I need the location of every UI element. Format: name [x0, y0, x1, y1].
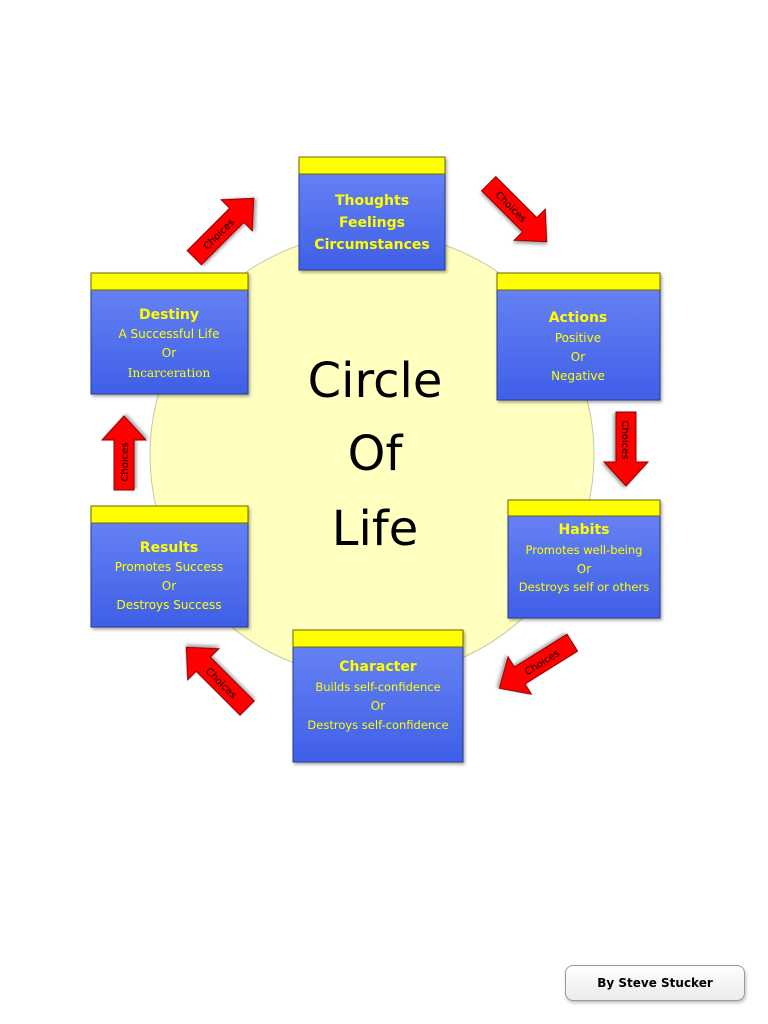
box-header-bar	[496, 272, 661, 291]
box-habits-line-1: Promotes well-being	[526, 543, 643, 557]
choices-label: Choices	[619, 420, 630, 459]
center-title-line-2: Of	[348, 426, 404, 482]
box-habits-title: Habits	[558, 522, 609, 538]
box-results-line-1: Promotes Success	[115, 560, 224, 574]
choices-label: Choices	[120, 442, 131, 481]
choices-arrow-actions-to-habits: Choices	[602, 411, 650, 487]
box-results-line-3: Destroys Success	[116, 598, 221, 612]
box-actions-line-2: Or	[571, 350, 585, 364]
choices-arrow-character-to-results: Choices	[185, 646, 255, 716]
box-character-line-2: Or	[371, 699, 385, 713]
box-actions-line-3: Negative	[551, 369, 605, 383]
author-credit: By Steve Stucker	[565, 965, 745, 1001]
box-actions	[496, 272, 661, 401]
box-actions-title: Actions	[549, 310, 608, 326]
choices-arrow-destiny-to-thoughts: Choices	[186, 197, 255, 266]
choices-arrow-results-to-destiny: Choices	[100, 415, 148, 491]
box-character	[292, 629, 464, 763]
box-destiny-line-2: Or	[162, 346, 176, 360]
box-results-title: Results	[140, 540, 198, 556]
center-title-line-3: Life	[332, 501, 419, 557]
box-character-title: Character	[339, 659, 417, 675]
box-habits-line-3: Destroys self or others	[519, 580, 649, 594]
box-destiny-line-3: Incarceration	[128, 366, 211, 380]
box-header-bar	[90, 505, 249, 524]
box-habits-line-2: Or	[577, 562, 591, 576]
box-thoughts-line-3: Circumstances	[314, 237, 429, 253]
box-destiny	[90, 272, 249, 395]
box-header-bar	[292, 629, 464, 648]
box-destiny-line-1: A Successful Life	[119, 327, 220, 341]
box-destiny-title: Destiny	[139, 307, 199, 323]
box-header-bar	[90, 272, 249, 291]
box-thoughts-line-2: Feelings	[339, 215, 405, 231]
choices-arrow-thoughts-to-actions: Choices	[480, 175, 548, 243]
box-results	[90, 505, 249, 628]
box-character-line-3: Destroys self-confidence	[307, 718, 448, 732]
center-title-line-1: Circle	[308, 353, 443, 409]
box-thoughts	[298, 156, 446, 271]
box-thoughts-line-1: Thoughts	[335, 193, 409, 209]
choices-arrow-habits-to-character: Choices	[498, 633, 579, 695]
box-actions-line-1: Positive	[555, 331, 601, 345]
box-habits	[507, 499, 661, 619]
box-header-bar	[507, 499, 661, 517]
box-character-line-1: Builds self-confidence	[315, 680, 440, 694]
box-header-bar	[298, 156, 446, 175]
box-results-line-2: Or	[162, 579, 176, 593]
